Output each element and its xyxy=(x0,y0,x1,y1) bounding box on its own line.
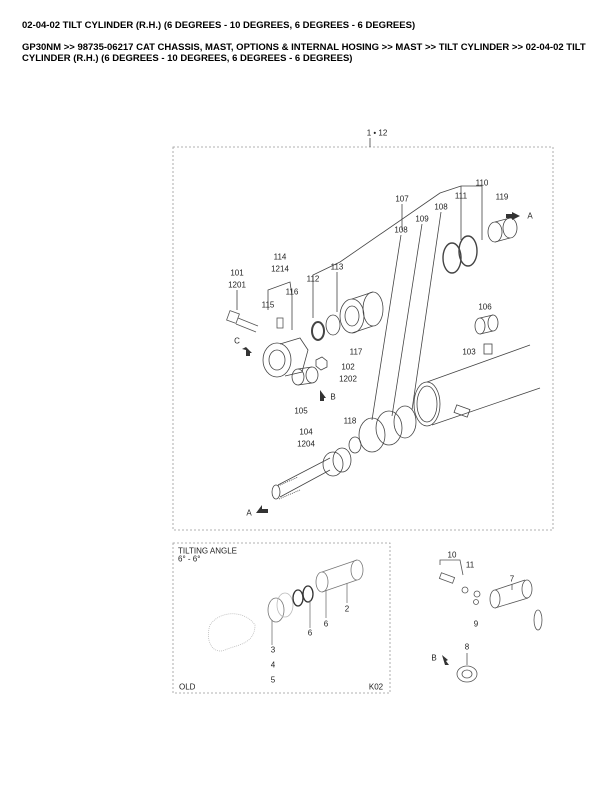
main-group-frame xyxy=(172,146,554,531)
label-115: 115 xyxy=(261,300,275,310)
label-8: 8 xyxy=(464,642,470,652)
tilting-angle-value: 6° - 6° xyxy=(178,554,201,564)
label-109: 109 xyxy=(415,214,429,224)
label-1204: 1204 xyxy=(297,439,315,449)
label-9: 9 xyxy=(473,619,479,629)
label-112: 112 xyxy=(306,274,320,284)
label-114: 114 xyxy=(273,252,287,262)
label-arrow-a: A xyxy=(246,508,252,518)
breadcrumb: GP30NM >> 98735-06217 CAT CHASSIS, MAST,… xyxy=(22,42,586,64)
label-10: 10 xyxy=(447,550,457,560)
label-106: 106 xyxy=(478,302,492,312)
label-3: 3 xyxy=(270,645,276,655)
label-105: 105 xyxy=(294,406,308,416)
page-title: 02-04-02 TILT CYLINDER (R.H.) (6 DEGREES… xyxy=(22,20,416,31)
label-104: 104 xyxy=(299,427,313,437)
direction-arrows xyxy=(242,212,520,665)
label-108: 108 xyxy=(394,225,408,235)
bolt-part xyxy=(226,310,259,333)
label-107: 107 xyxy=(395,194,409,204)
label-103: 103 xyxy=(462,347,476,357)
label-118: 118 xyxy=(343,416,357,426)
label-117: 117 xyxy=(349,347,363,357)
label-arrow-a: A xyxy=(527,211,533,221)
label-1202: 1202 xyxy=(339,374,357,384)
label-113: 113 xyxy=(330,262,344,272)
label-111: 111 xyxy=(454,191,468,201)
label-assembly: 1 • 12 xyxy=(366,128,388,138)
diagram-code: K02 xyxy=(368,682,384,692)
gland-part xyxy=(339,291,384,334)
label-1201: 1201 xyxy=(228,280,246,290)
label-11: 11 xyxy=(465,560,475,570)
label-110: 110 xyxy=(475,178,489,188)
label-arrow-c: C xyxy=(234,336,240,346)
label-arrow-b: B xyxy=(431,653,437,663)
old-tag: OLD xyxy=(179,682,196,692)
label-116: 116 xyxy=(285,287,299,297)
label-2: 2 xyxy=(344,604,350,614)
rod-eye-part xyxy=(262,337,309,378)
piston-rod-part xyxy=(271,447,352,500)
label-arrow-b: B xyxy=(330,392,336,402)
label-1214: 1214 xyxy=(271,264,289,274)
label-119: 119 xyxy=(495,192,509,202)
label-5: 5 xyxy=(270,675,276,685)
label-102: 102 xyxy=(341,362,355,372)
label-6: 6 xyxy=(323,619,329,629)
label-6: 6 xyxy=(307,628,313,638)
tilting-angle-heading: TILTING ANGLE xyxy=(178,546,237,556)
label-4: 4 xyxy=(270,660,276,670)
label-101: 101 xyxy=(230,268,244,278)
label-108: 108 xyxy=(434,202,448,212)
old-group-frame xyxy=(172,542,391,694)
cylinder-tube-part xyxy=(413,343,541,427)
label-7: 7 xyxy=(509,574,515,584)
